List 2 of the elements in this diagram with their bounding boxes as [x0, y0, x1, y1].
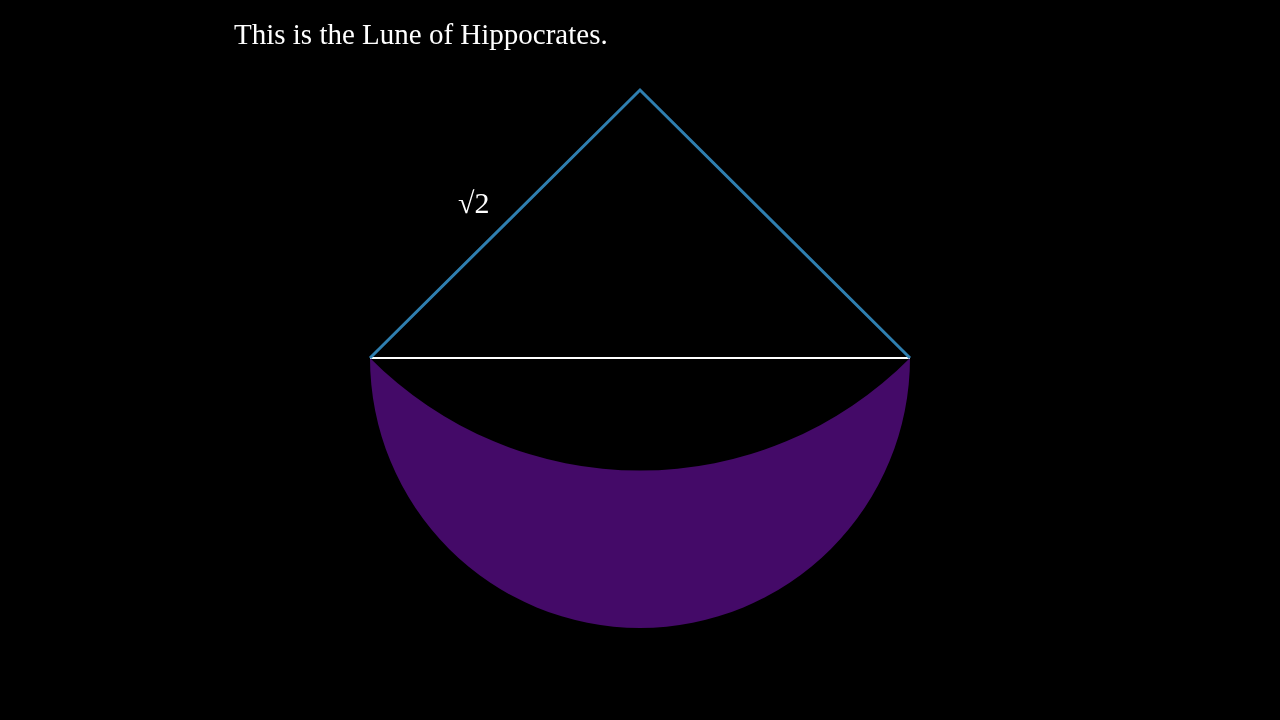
side-length-label: √2	[458, 188, 490, 218]
title: This is the Lune of Hippocrates.	[234, 17, 608, 52]
